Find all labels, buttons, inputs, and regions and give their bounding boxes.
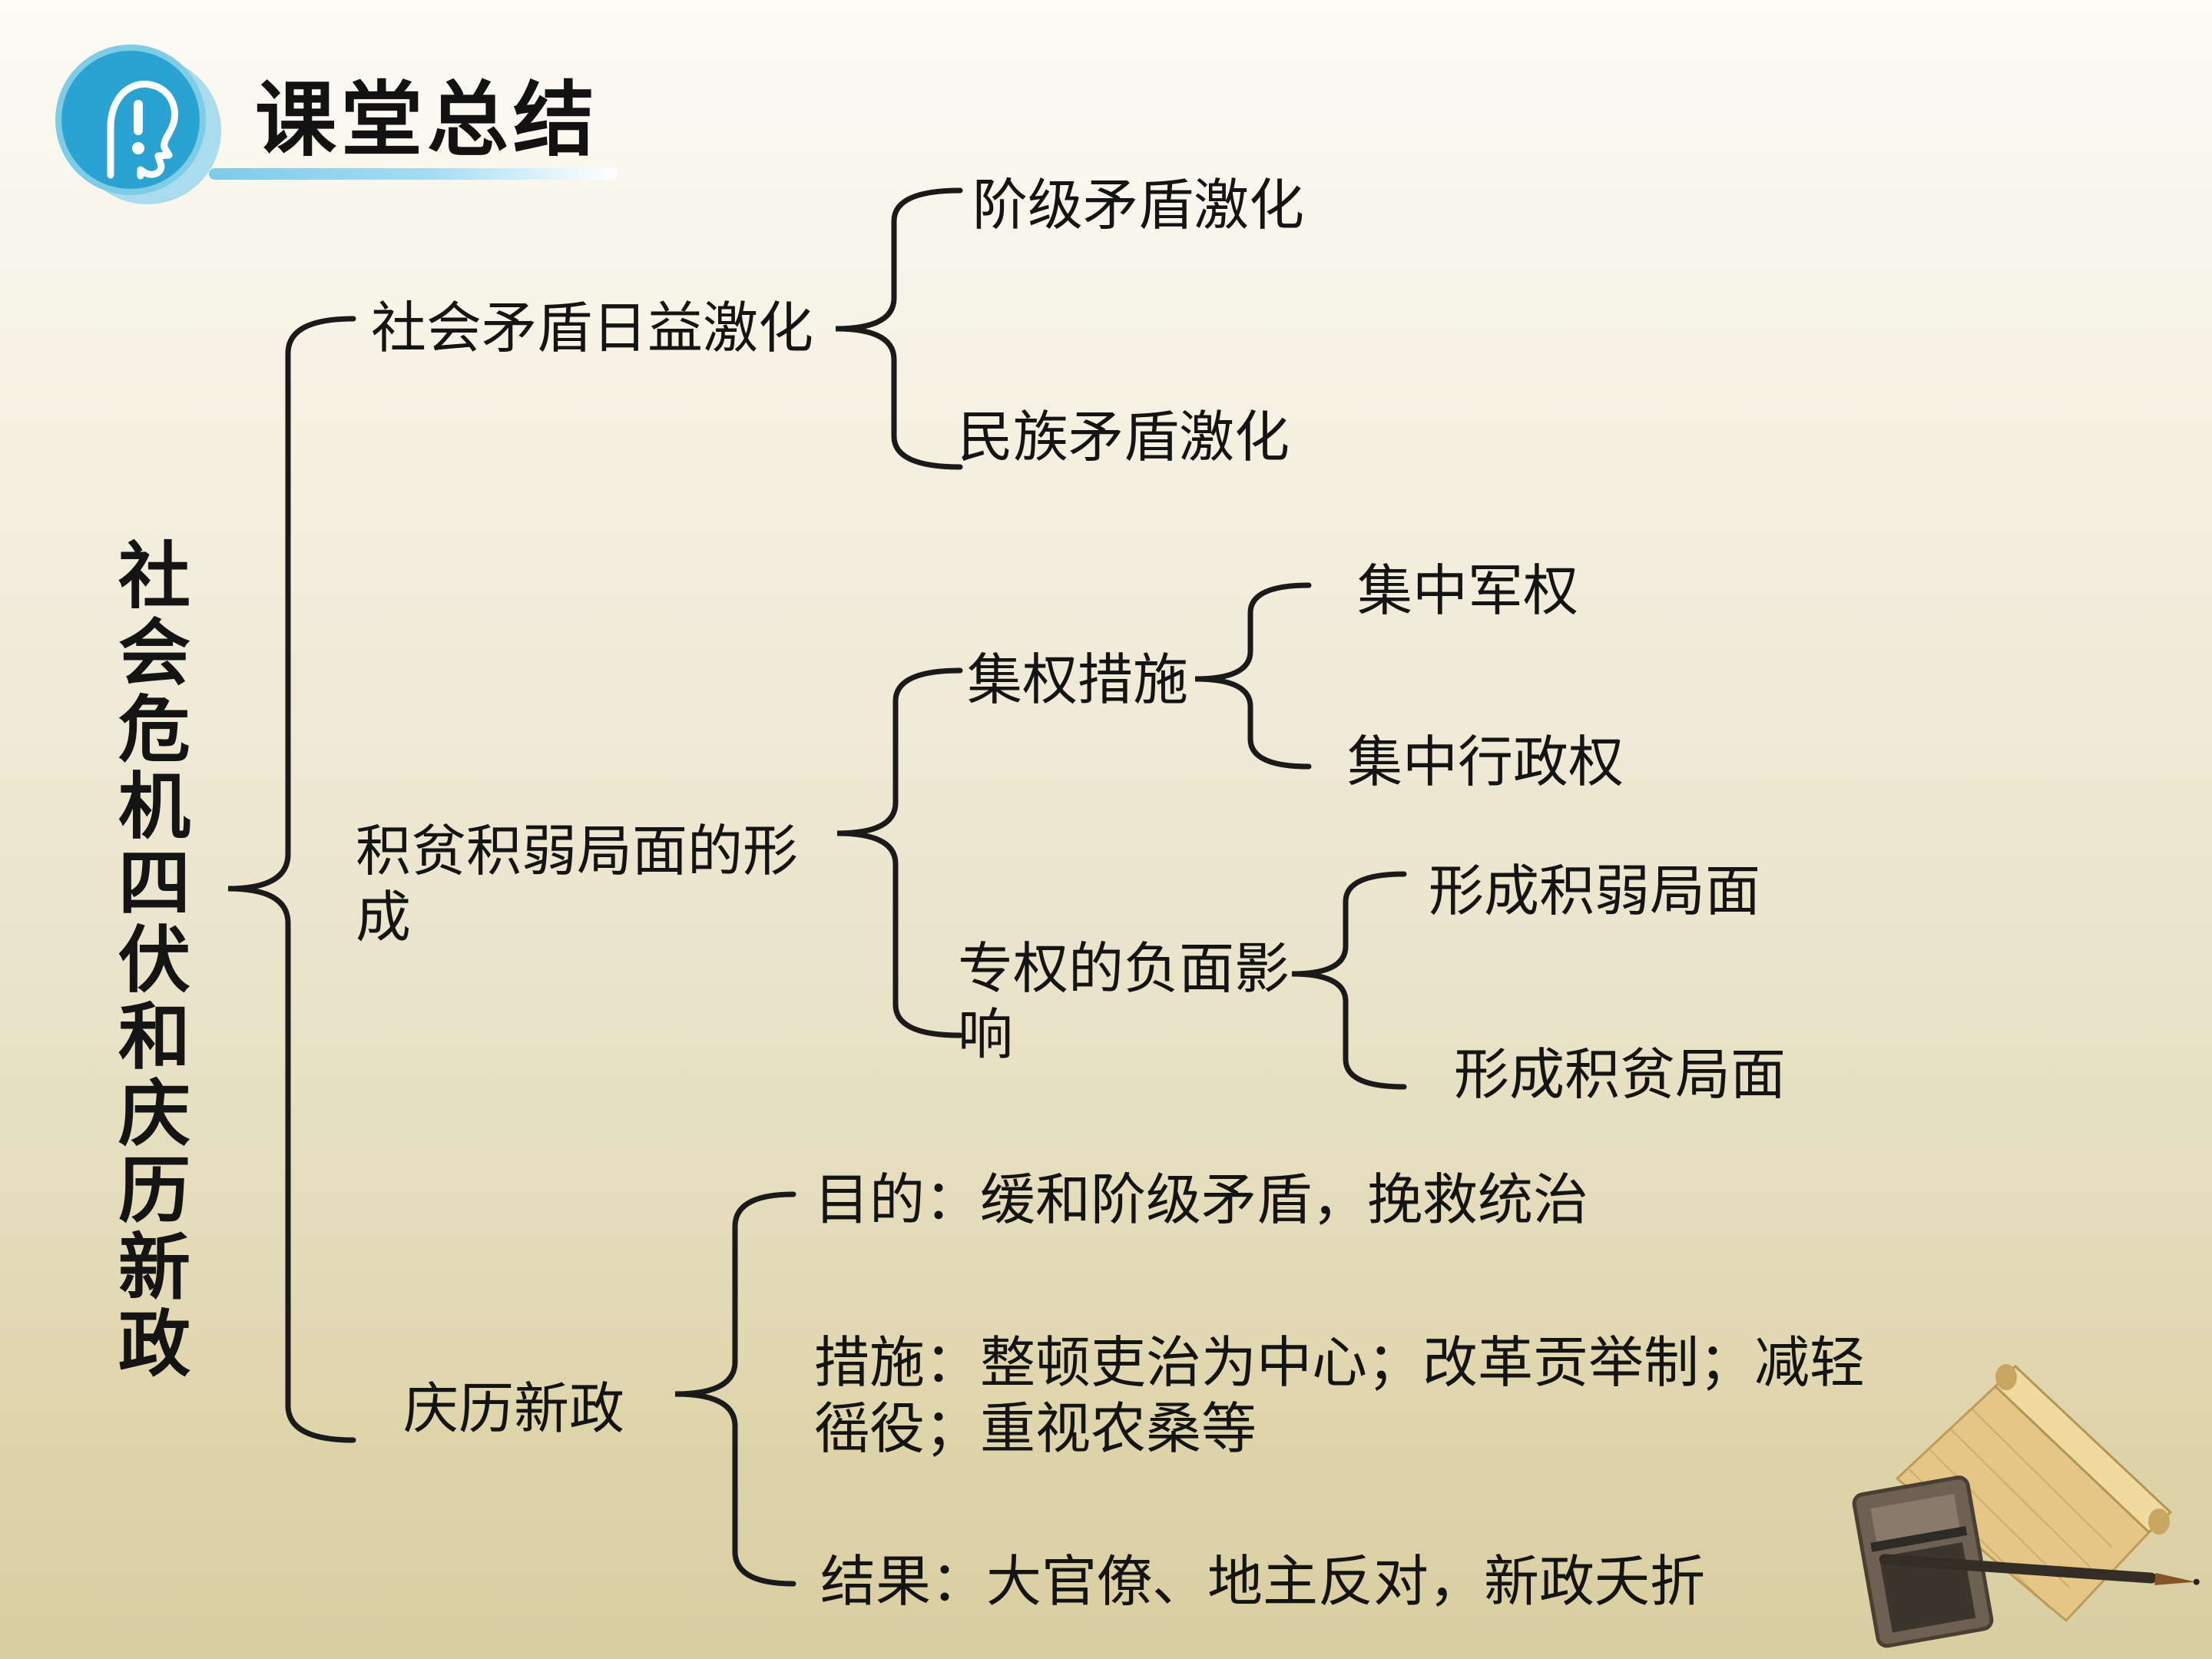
inkstone-icon — [1852, 1475, 1994, 1648]
leaf-centralize-admin-power: 集中行政权 — [1347, 732, 1624, 793]
branch-poverty-weakness: 积贫积弱局面的形成 — [356, 821, 799, 949]
leaf-purpose: 目的：缓和阶级矛盾，挽救统治 — [814, 1170, 1589, 1231]
brace-root — [227, 316, 356, 1443]
branch-qingli-new-policy: 庆历新政 — [403, 1379, 625, 1440]
head-exclamation-icon — [55, 45, 221, 204]
brace-social-contradictions — [835, 187, 963, 470]
branch-centralization-measures: 集权措施 — [967, 650, 1189, 711]
leaf-class-contradiction: 阶级矛盾激化 — [972, 175, 1305, 237]
root-topic-label: 社会危机四伏和庆历新政 — [108, 538, 189, 1382]
brace-centralization — [1194, 582, 1312, 770]
brace-poverty-weakness — [836, 667, 963, 1038]
leaf-measures: 措施：整顿吏治为中心；改革贡举制；减轻徭役；重视农桑等 — [814, 1333, 1866, 1460]
leaf-centralize-military-power: 集中军权 — [1357, 561, 1579, 622]
branch-social-contradictions: 社会矛盾日益激化 — [371, 298, 814, 359]
brace-autocracy-effects — [1291, 871, 1407, 1090]
branch-autocracy-negative-effects: 专权的负面影响 — [958, 939, 1290, 1066]
leaf-ethnic-contradiction: 民族矛盾激化 — [958, 407, 1290, 469]
leaf-accumulated-poverty: 形成积贫局面 — [1454, 1045, 1786, 1106]
scroll-icon — [1895, 1364, 2173, 1623]
leaf-accumulated-weakness: 形成积弱局面 — [1429, 861, 1761, 922]
brush-icon — [1879, 1554, 2200, 1585]
leaf-result: 结果：大官僚、地主反对，新政夭折 — [820, 1551, 1706, 1613]
title-underline — [209, 168, 618, 180]
brace-qingli-reform — [674, 1191, 796, 1587]
page-title: 课堂总结 — [255, 75, 599, 166]
